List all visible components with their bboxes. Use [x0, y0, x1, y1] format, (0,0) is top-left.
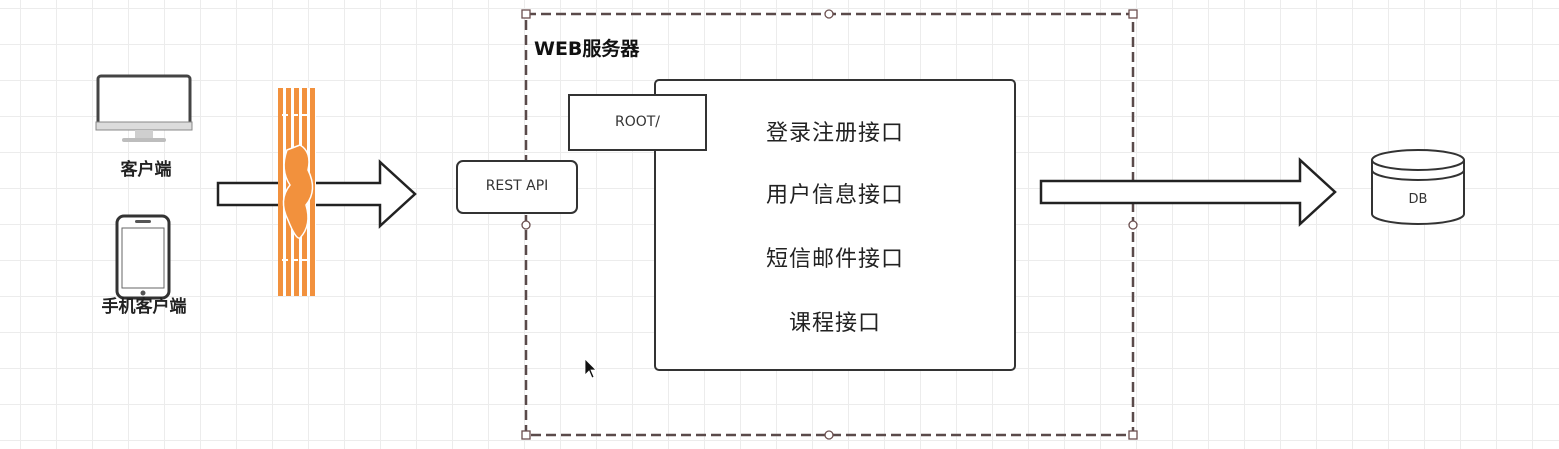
- mobile-phone-icon[interactable]: [115, 214, 171, 300]
- database-icon[interactable]: [1371, 149, 1465, 225]
- firewall-icon[interactable]: [278, 88, 316, 296]
- db-arrow[interactable]: [1039, 157, 1337, 227]
- web-server-title: WEB服务器: [534, 38, 640, 60]
- root-label: ROOT/: [614, 114, 661, 130]
- rest-api-box[interactable]: [456, 160, 578, 214]
- web-server-container[interactable]: [521, 9, 1138, 440]
- rest-api-label: REST API: [485, 178, 549, 194]
- mobile-client-label: 手机客户端: [101, 297, 187, 317]
- interface-course: 课程接口: [788, 311, 881, 336]
- desktop-monitor-icon[interactable]: [95, 74, 193, 142]
- request-arrow[interactable]: [216, 159, 417, 229]
- mouse-cursor-icon: [584, 358, 597, 379]
- interface-login-register: 登录注册接口: [765, 121, 904, 146]
- root-box[interactable]: [568, 94, 707, 151]
- interfaces-box[interactable]: [654, 79, 1016, 371]
- db-label: DB: [1408, 192, 1428, 207]
- interface-sms-email: 短信邮件接口: [765, 247, 904, 272]
- interface-user-info: 用户信息接口: [765, 183, 904, 208]
- desktop-client-label: 客户端: [120, 160, 172, 180]
